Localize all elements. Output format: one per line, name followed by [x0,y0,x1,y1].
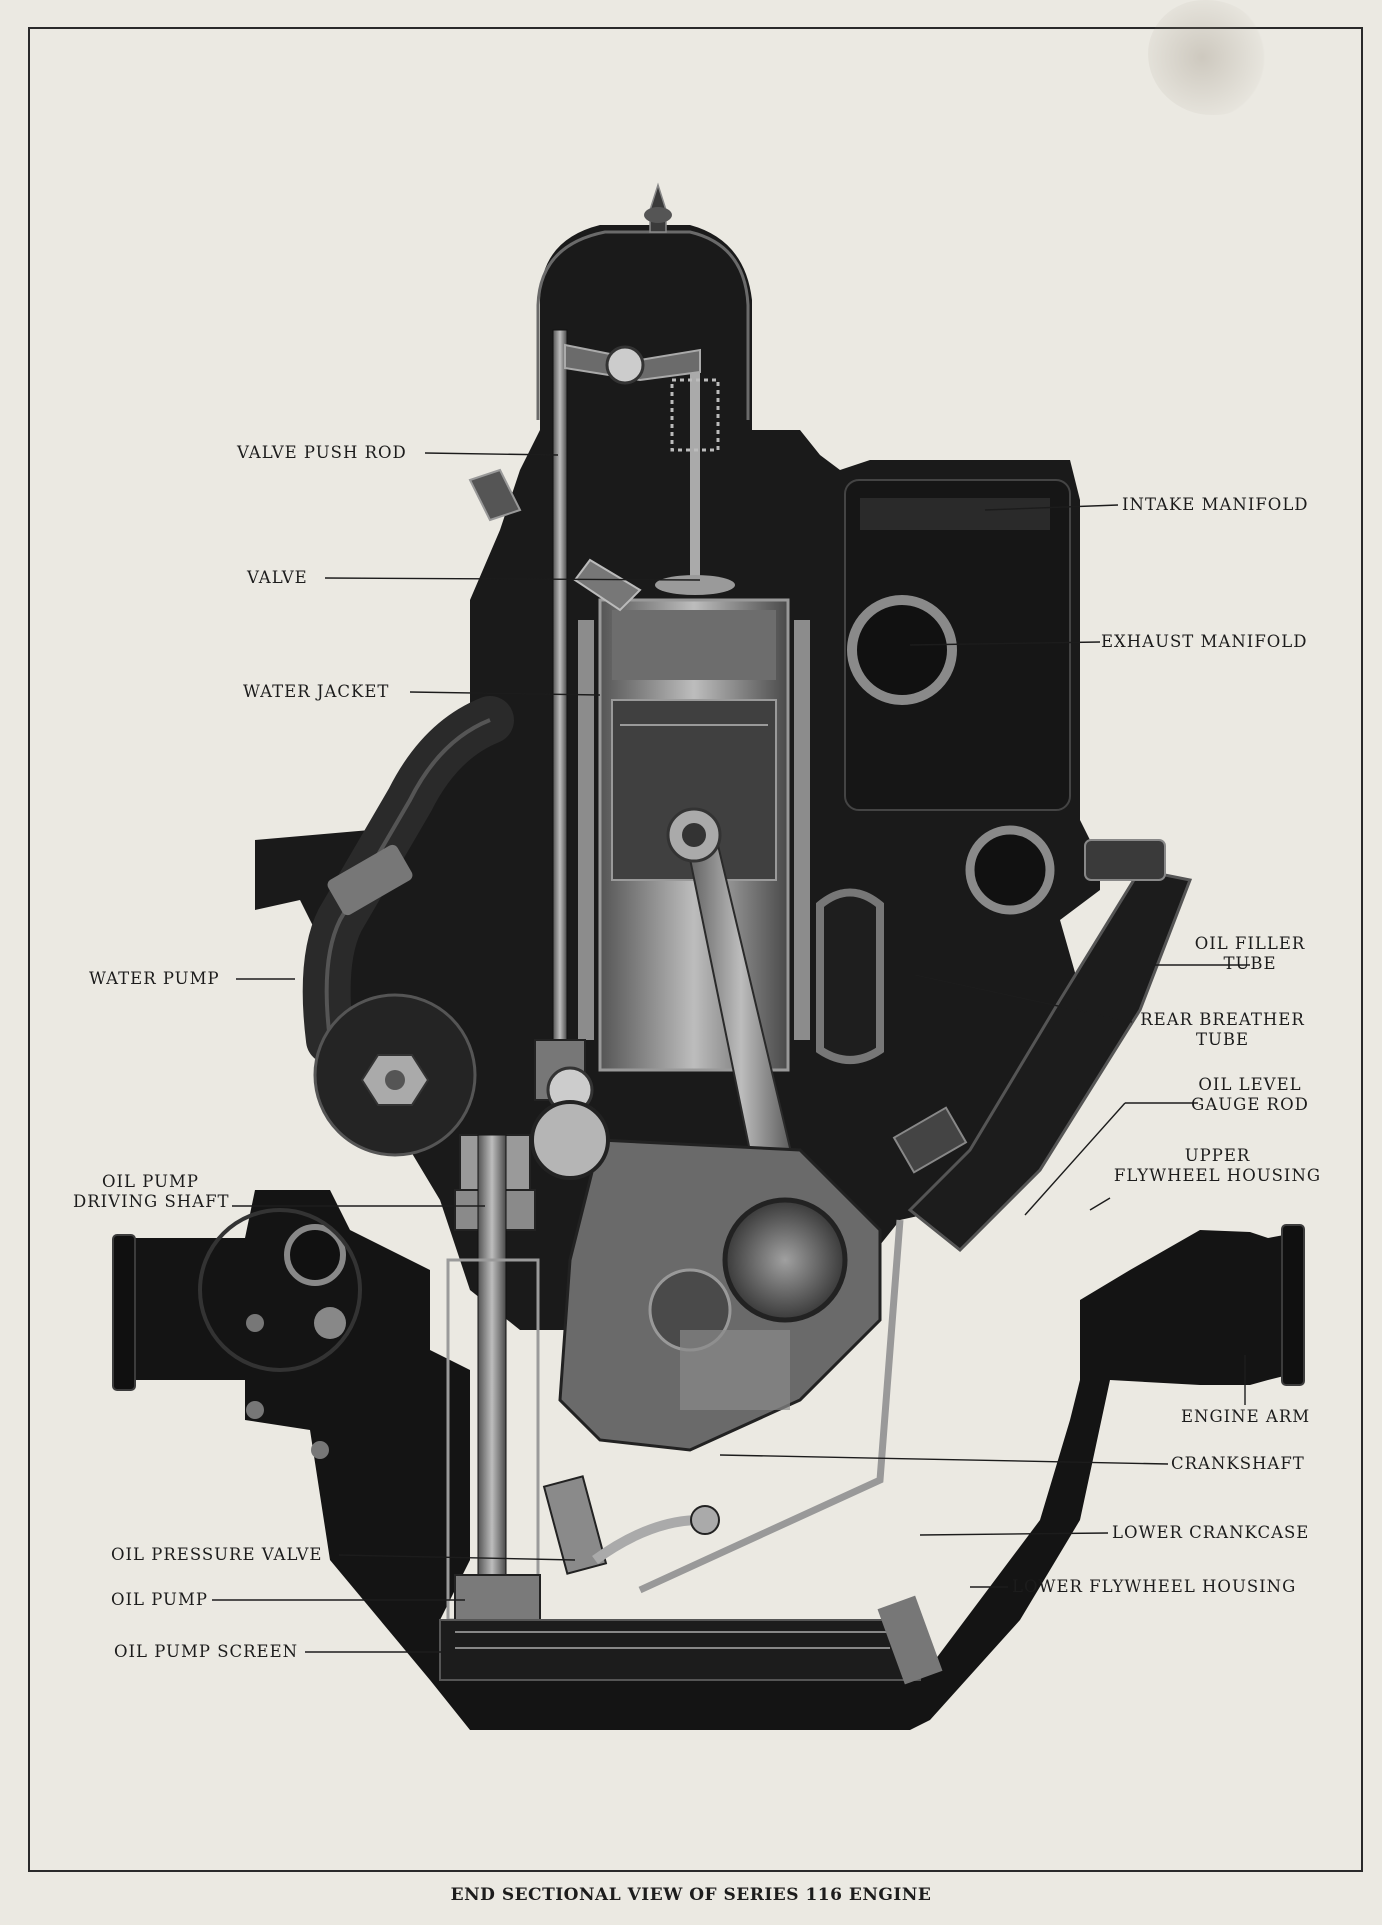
label-oil-level-gauge-rod: OIL LEVEL GAUGE ROD [1185,1075,1315,1115]
label-oil-level-gauge-rod-line2: GAUGE ROD [1191,1095,1309,1114]
label-oil-pump-driving-shaft-line2: DRIVING SHAFT [73,1192,230,1211]
label-upper-flywheel-housing-line2: FLYWHEEL HOUSING [1113,1166,1322,1185]
water-pump-assembly [198,696,514,1459]
figure-caption: END SECTIONAL VIEW OF SERIES 116 ENGINE [450,1885,932,1905]
plate-border [28,27,1363,1872]
paper-stain [1148,0,1268,115]
label-water-pump: WATER PUMP [89,969,220,988]
label-water-jacket: WATER JACKET [243,682,390,701]
manifold-assembly [816,479,1071,1064]
label-engine-arm: ENGINE ARM [1181,1407,1311,1426]
label-oil-pressure-valve: OIL PRESSURE VALVE [111,1545,323,1564]
oil-pan-screen [439,1219,943,1685]
label-valve: VALVE [247,568,308,587]
label-exhaust-manifold: EXHAUST MANIFOLD [1101,632,1308,651]
label-rear-breather-tube-line2: TUBE [1195,1030,1250,1049]
label-oil-pump: OIL PUMP [111,1590,208,1609]
label-rear-breather-tube: REAR BREATHER TUBE [1135,1010,1310,1050]
label-lower-crankcase: LOWER CRANKCASE [1112,1523,1310,1542]
label-lower-flywheel-housing: LOWER FLYWHEEL HOUSING [1012,1577,1297,1596]
flywheel-housing [112,1190,1305,1730]
label-oil-filler-tube-line1: OIL FILLER [1194,934,1306,953]
label-oil-filler-tube: OIL FILLER TUBE [1180,934,1320,974]
leader-lines [212,452,1250,1653]
label-intake-manifold: INTAKE MANIFOLD [1122,495,1309,514]
label-upper-flywheel-housing: UPPER FLYWHEEL HOUSING [1110,1146,1325,1186]
label-rear-breather-tube-line1: REAR BREATHER [1140,1010,1305,1029]
label-oil-level-gauge-rod-line1: OIL LEVEL [1198,1075,1302,1094]
label-oil-pump-driving-shaft-line1: OIL PUMP [102,1172,199,1191]
label-crankshaft: CRANKSHAFT [1171,1454,1305,1473]
label-oil-pump-screen: OIL PUMP SCREEN [114,1642,299,1661]
label-oil-filler-tube-line2: TUBE [1223,954,1277,973]
label-upper-flywheel-housing-line1: UPPER [1184,1146,1251,1165]
label-valve-push-rod: VALVE PUSH ROD [237,443,407,462]
crankshaft-assembly [558,1138,882,1452]
label-oil-pump-driving-shaft: OIL PUMP DRIVING SHAFT [73,1172,230,1212]
